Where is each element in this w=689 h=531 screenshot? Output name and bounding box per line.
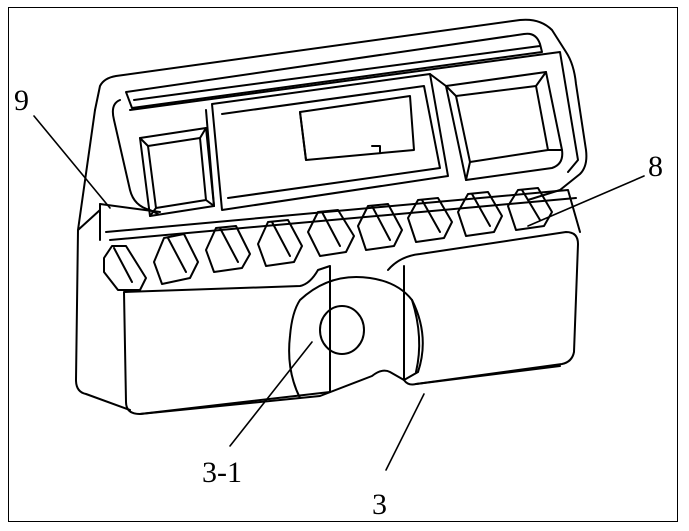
label-9: 9 bbox=[14, 84, 29, 117]
leader-lines bbox=[33, 115, 645, 471]
label-3: 3 bbox=[372, 488, 387, 521]
left-body bbox=[75, 109, 161, 411]
leader-9 bbox=[33, 115, 111, 209]
rotating-member bbox=[288, 276, 424, 399]
label-8: 8 bbox=[648, 150, 663, 183]
leader-8 bbox=[527, 175, 645, 227]
tooth-rack bbox=[103, 187, 581, 291]
label-3-1: 3-1 bbox=[202, 456, 242, 489]
right-window bbox=[445, 71, 564, 181]
front-blocks bbox=[123, 231, 579, 415]
top-housing bbox=[94, 18, 588, 217]
leader-3-1 bbox=[229, 341, 313, 447]
center-window bbox=[211, 73, 449, 211]
figure-border bbox=[8, 7, 678, 522]
leader-3 bbox=[385, 393, 425, 471]
